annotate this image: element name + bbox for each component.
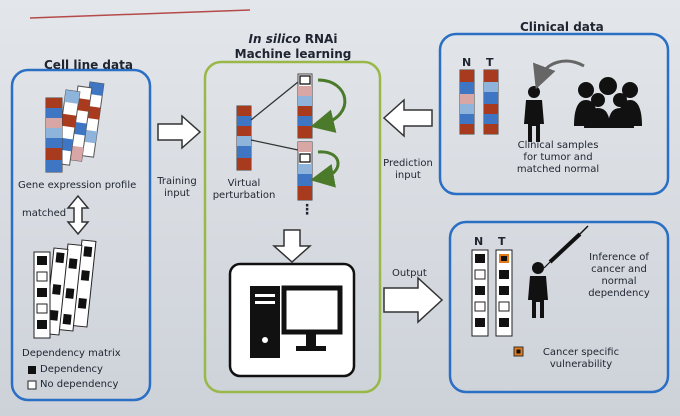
prediction-input-line-1: Prediction bbox=[383, 158, 433, 169]
dependency-matrix-label: Dependency matrix bbox=[22, 348, 121, 359]
clinical-t-label: T bbox=[486, 56, 494, 69]
virtual-perturbation-column bbox=[236, 105, 252, 171]
inference-line-4: dependency bbox=[588, 288, 650, 299]
branch-line-top bbox=[250, 81, 299, 121]
computer-icon bbox=[228, 262, 356, 378]
clinical-tumor-column bbox=[483, 69, 499, 135]
perturbed-column-2 bbox=[297, 141, 313, 201]
perturbed-column-1 bbox=[297, 73, 313, 139]
inference-line-3: normal bbox=[601, 276, 637, 287]
treated-patient-icon bbox=[528, 262, 548, 318]
crowd-icon bbox=[574, 77, 642, 128]
matched-label: matched bbox=[22, 208, 67, 219]
crowd-to-patient-arrow bbox=[532, 59, 585, 90]
training-input-line-2: input bbox=[164, 188, 190, 199]
ml-title-italic: In silico bbox=[248, 32, 301, 46]
cell-line-panel bbox=[10, 68, 152, 402]
clinical-caption: Clinical samples for tumor and matched n… bbox=[500, 140, 616, 176]
training-input-label: Training input bbox=[156, 176, 198, 200]
feedback-arc-2 bbox=[310, 150, 340, 188]
legend-dependency-swatch bbox=[28, 366, 36, 374]
legend-dependency-label: Dependency bbox=[40, 364, 103, 375]
clinical-panel bbox=[438, 32, 670, 196]
feedback-arc-1 bbox=[310, 78, 347, 133]
clinical-caption-line-2: for tumor and bbox=[523, 152, 593, 163]
clinical-n-label: N bbox=[462, 56, 472, 69]
matched-double-arrow bbox=[66, 194, 90, 236]
ml-subtitle: Machine learning bbox=[234, 47, 352, 61]
result-t-label: T bbox=[498, 235, 506, 248]
ml-title-rest: RNAi bbox=[304, 32, 338, 46]
inference-label: Inference of cancer and normal dependenc… bbox=[582, 252, 656, 300]
syringe-icon bbox=[543, 225, 589, 269]
result-panel bbox=[448, 220, 670, 394]
clinical-title: Clinical data bbox=[520, 20, 604, 34]
ml-title: In silico RNAi bbox=[230, 32, 356, 46]
result-n-label: N bbox=[474, 235, 484, 248]
cancer-specific-swatch-core bbox=[516, 349, 521, 354]
prediction-input-label: Prediction input bbox=[380, 158, 436, 182]
gene-expression-stack bbox=[45, 81, 105, 173]
dependency-matrix bbox=[33, 239, 97, 339]
prediction-input-line-2: input bbox=[395, 170, 421, 181]
cell-line-title: Cell line data bbox=[44, 58, 133, 72]
result-normal-column bbox=[471, 249, 489, 337]
branch-line-bottom bbox=[250, 139, 299, 151]
prediction-arrow bbox=[382, 98, 433, 138]
result-tumor-column bbox=[495, 249, 513, 337]
cancer-specific-line-2: vulnerability bbox=[549, 359, 613, 370]
clinical-caption-line-1: Clinical samples bbox=[517, 140, 599, 151]
cancer-specific-label: Cancer specific vulnerability bbox=[526, 347, 636, 371]
virtual-perturbation-line-1: Virtual bbox=[227, 178, 261, 189]
training-arrow bbox=[157, 114, 202, 150]
legend-no-dependency-label: No dependency bbox=[40, 379, 119, 390]
machine-learning-panel bbox=[203, 60, 382, 394]
clinical-caption-line-3: matched normal bbox=[516, 164, 600, 175]
cancer-specific-line-1: Cancer specific bbox=[542, 347, 620, 358]
continuation-dots: ⋮ bbox=[300, 202, 314, 218]
output-arrow bbox=[383, 276, 444, 324]
down-arrow bbox=[272, 229, 312, 264]
virtual-perturbation-line-2: perturbation bbox=[212, 190, 276, 201]
virtual-perturbation-label: Virtual perturbation bbox=[212, 178, 276, 202]
output-label: Output bbox=[392, 268, 427, 279]
inference-line-1: Inference of bbox=[589, 252, 649, 263]
clinical-normal-column bbox=[459, 69, 475, 135]
gene-expression-label: Gene expression profile bbox=[18, 180, 137, 191]
training-input-line-1: Training bbox=[157, 176, 197, 187]
inference-line-2: cancer and bbox=[591, 264, 647, 275]
top-rule bbox=[29, 9, 251, 19]
legend-no-dependency-swatch bbox=[27, 380, 37, 390]
